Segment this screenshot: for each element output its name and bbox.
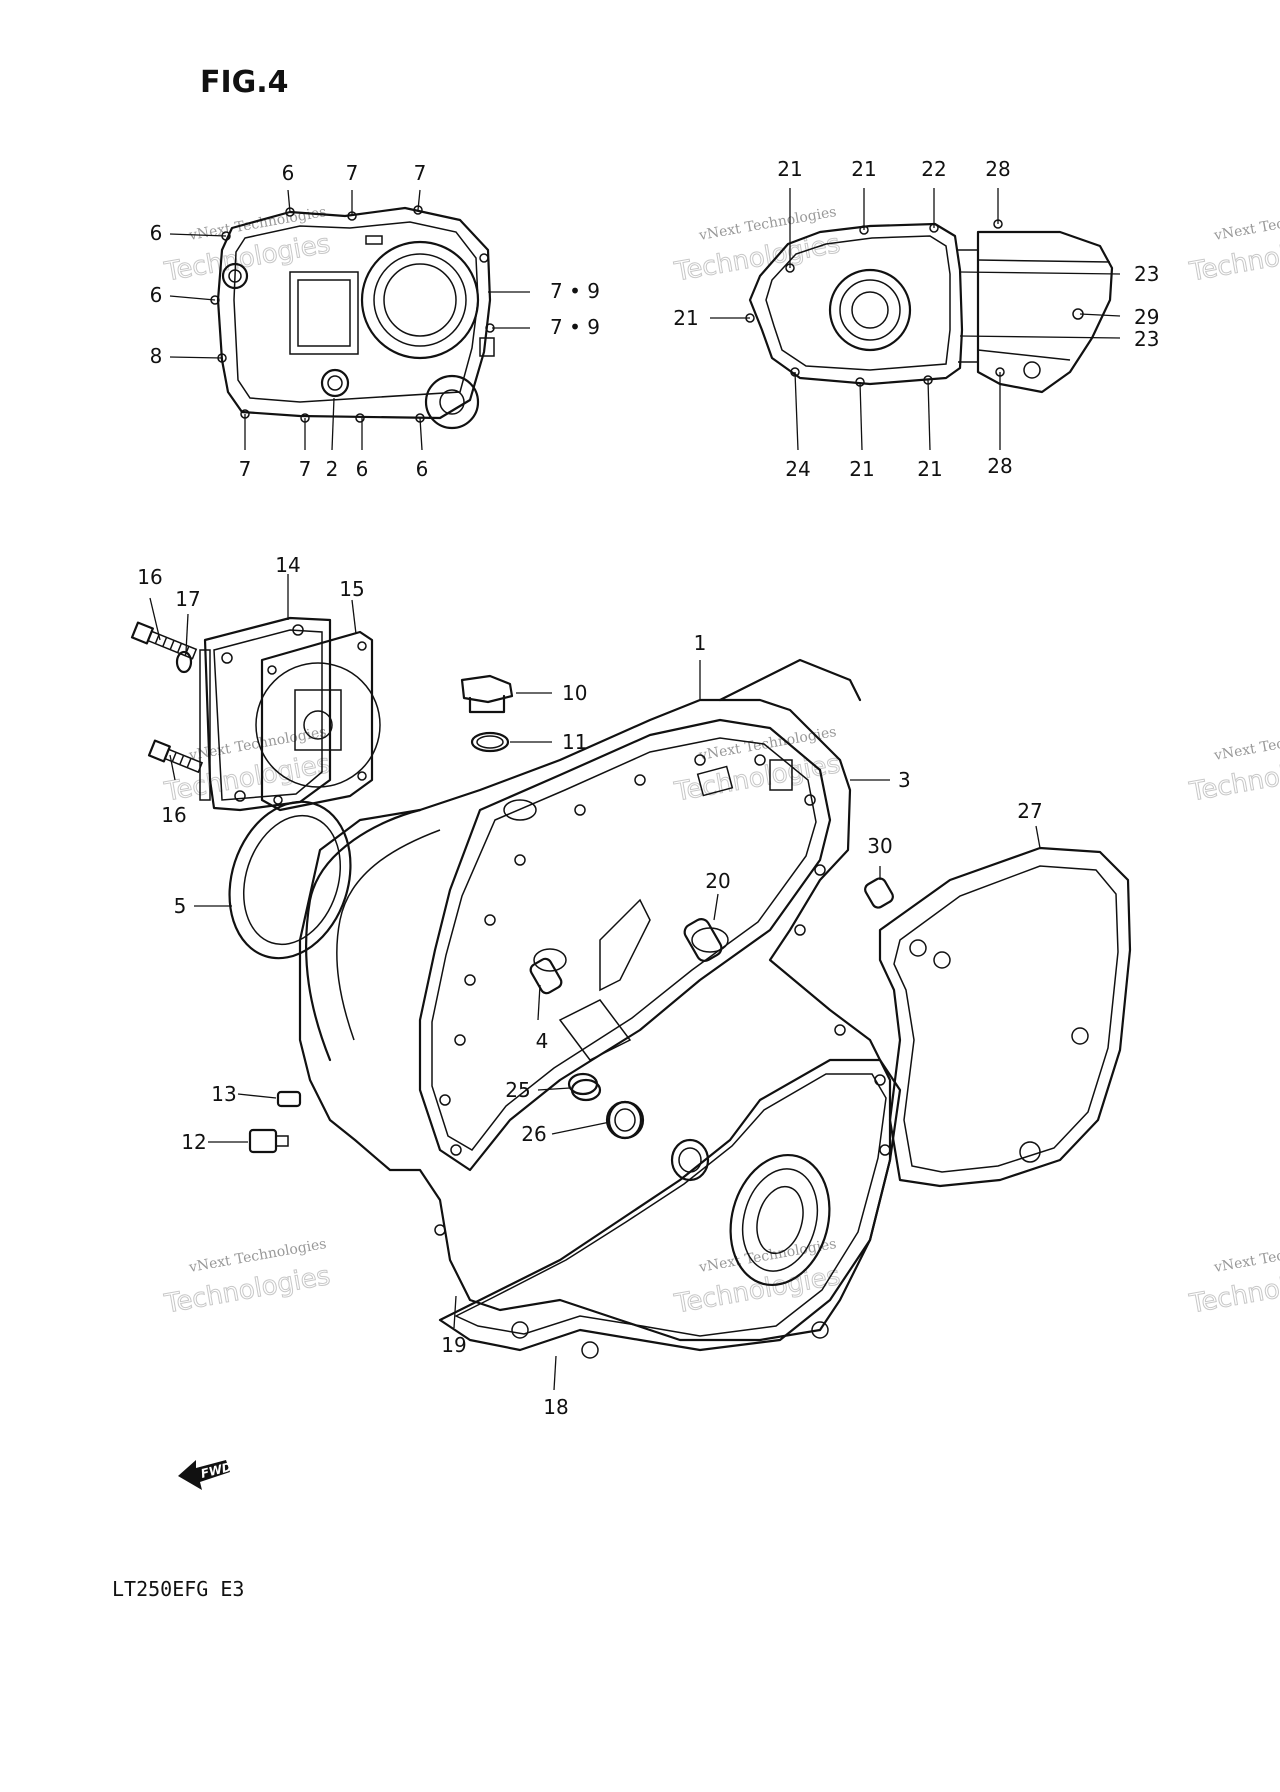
- bolt-drawings: [130, 621, 204, 774]
- leader-lines: [149, 188, 1121, 1391]
- watermark-text: vNext Technologies: [1212, 1236, 1280, 1276]
- callout-label: 6: [150, 283, 163, 307]
- callout-label: 23: [1134, 327, 1159, 351]
- callout-label: 7: [346, 161, 359, 185]
- callout-label: 18: [543, 1395, 568, 1419]
- model-code: LT250EFG E3: [112, 1577, 244, 1601]
- callout-label: 7 • 9: [550, 279, 600, 303]
- watermark-text: Technologies: [162, 749, 333, 808]
- fwd-arrow-icon: FWD: [178, 1460, 233, 1490]
- callout-label: 30: [867, 834, 892, 858]
- callout-label: 17: [175, 587, 200, 611]
- callout-label: 19: [441, 1333, 466, 1357]
- callout-label: 25: [505, 1078, 530, 1102]
- small-parts-drawings: [248, 1078, 645, 1154]
- callout-label: 29: [1134, 305, 1159, 329]
- callout-label: 20: [705, 869, 730, 893]
- callout-label: 13: [211, 1082, 236, 1106]
- watermarks: vNext Technologies Technologies vNext Te…: [161, 204, 1280, 1320]
- callout-label: 28: [987, 454, 1012, 478]
- callout-label: 16: [137, 565, 162, 589]
- callout-labels: 6 7 7 6 7 • 9 6 7 • 9 8 7 7 2 6 6 21 21 …: [137, 157, 1159, 1419]
- callout-label: 10: [562, 681, 587, 705]
- callout-label: 21: [849, 457, 874, 481]
- crankcase-drawing: [298, 658, 902, 1359]
- fwd-label: FWD: [199, 1460, 233, 1481]
- figure-label: FIG.4: [200, 65, 289, 100]
- callout-label: 7 • 9: [550, 315, 600, 339]
- watermark-text: vNext Technologies: [1212, 204, 1280, 244]
- callout-label: 16: [161, 803, 186, 827]
- callout-label: 21: [673, 306, 698, 330]
- gasket-ring-drawing: [228, 800, 352, 960]
- callout-label: 7: [414, 161, 427, 185]
- dowel-pin-drawings: [529, 877, 894, 995]
- callout-label: 22: [921, 157, 946, 181]
- callout-label: 21: [777, 157, 802, 181]
- callout-label: 7: [239, 457, 252, 481]
- callout-label: 4: [536, 1029, 549, 1053]
- watermark-text: vNext Technologies: [1212, 724, 1280, 764]
- callout-label: 2: [326, 457, 339, 481]
- callout-label: 28: [985, 157, 1010, 181]
- callout-label: 27: [1017, 799, 1042, 823]
- callout-label: 24: [785, 457, 810, 481]
- callout-label: 12: [181, 1130, 206, 1154]
- callout-label: 14: [275, 553, 300, 577]
- callout-label: 1: [694, 631, 707, 655]
- oil-cap-drawing: [460, 674, 514, 753]
- callout-label: 21: [917, 457, 942, 481]
- callout-label: 15: [339, 577, 364, 601]
- callout-label: 23: [1134, 262, 1159, 286]
- callout-label: 7: [299, 457, 312, 481]
- outer-cover-drawing: [878, 846, 1132, 1188]
- watermark-text: Technologies: [672, 229, 843, 288]
- callout-label: 26: [521, 1122, 546, 1146]
- watermark-text: Technologies: [162, 1261, 333, 1320]
- callout-label: 11: [562, 730, 587, 754]
- callout-label: 21: [851, 157, 876, 181]
- callout-label: 6: [282, 161, 295, 185]
- callout-label: 3: [898, 768, 911, 792]
- callout-label: 6: [150, 221, 163, 245]
- callout-label: 6: [356, 457, 369, 481]
- callout-label: 6: [416, 457, 429, 481]
- magneto-cover-drawing: [745, 219, 1114, 394]
- watermark-text: Technologies: [672, 749, 843, 808]
- callout-label: 5: [174, 894, 187, 918]
- clutch-cover-drawing: [210, 205, 495, 430]
- callout-label: 8: [150, 344, 163, 368]
